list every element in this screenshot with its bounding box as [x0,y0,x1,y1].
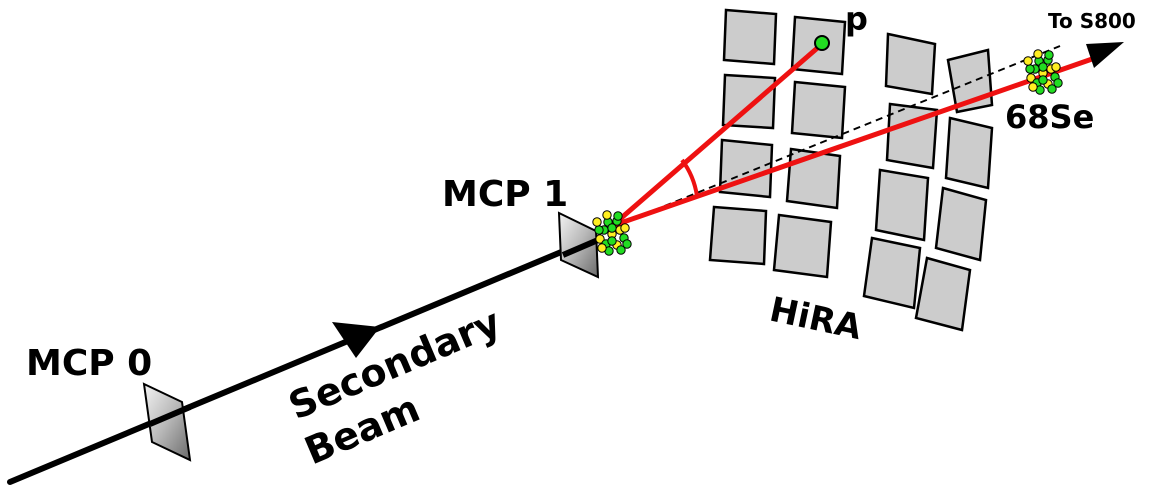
residue-track [611,55,1096,229]
emission-angle-arc [680,158,699,197]
mcp0-label: MCP 0 [26,343,152,384]
nucleon [592,217,602,227]
hira-detector-tile [885,102,939,170]
nucleon [1028,82,1038,92]
nucleon [602,210,612,220]
nucleon [613,211,623,221]
hira-detector-tile [874,168,930,242]
hira-detector-tile [708,205,768,266]
nucleon [607,223,617,233]
nucleon [1047,84,1057,94]
nucleon [1033,49,1043,59]
proton-label: p [845,0,868,38]
proton-track [610,42,824,228]
beam-through-mcp0 [148,404,192,427]
nucleon [1025,64,1035,74]
hira-detector-array-right [862,32,994,332]
nucleon [595,234,605,244]
hira-detector-tile [718,138,774,199]
nucleon [1053,78,1063,88]
hira-detector-tile [884,32,937,96]
secondary-beam-line [7,237,593,485]
proton-marker [814,35,830,51]
hira-detector-tile [790,80,847,140]
se68-nucleus-cluster [1023,49,1063,95]
mcp0-plate [142,382,192,462]
target-nucleus-cluster [592,210,632,256]
hira-detector-tile [914,256,972,332]
nucleon [597,243,607,253]
nucleon [1038,75,1048,85]
nucleon [616,245,626,255]
hira-detector-tile [944,116,994,190]
to-s800-arrow [1086,42,1124,68]
nucleon [1026,73,1036,83]
mcp1-plate [557,211,600,279]
beam-direction-arrow [332,322,380,358]
nucleon [1023,56,1033,66]
beam-through-mcp1 [561,237,600,258]
nucleon [1038,62,1048,72]
nucleon [622,239,632,249]
mcp1-label: MCP 1 [442,174,568,215]
nucleon [1051,62,1061,72]
hira-label: HiRA [766,290,866,349]
hira-detector-tile [772,213,833,279]
hira-detector-tile [862,236,922,310]
nucleon [594,225,604,235]
hira-detector-tile [721,73,777,130]
nucleon [1044,50,1054,60]
nucleon [620,223,630,233]
to-s800-label: To S800 [1048,9,1136,33]
nucleon [607,236,617,246]
se68-label: 68Se [1005,98,1094,136]
hira-detector-array-left [708,8,847,279]
hira-detector-tile [934,186,988,262]
hira-detector-tile [722,8,778,66]
